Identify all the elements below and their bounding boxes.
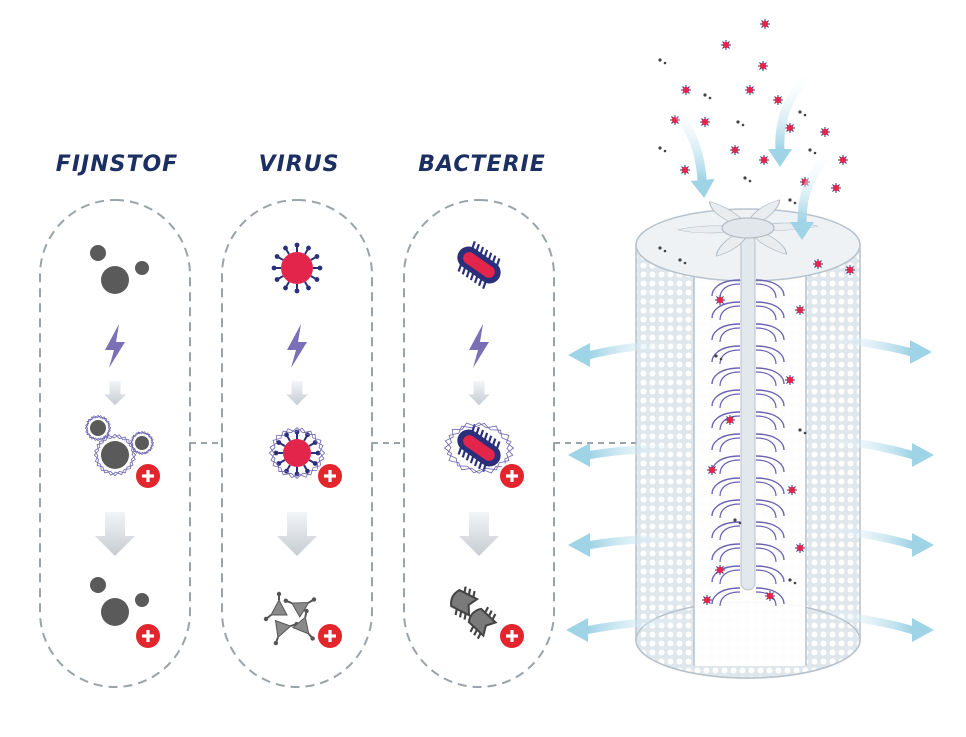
double-arrow-icon <box>816 526 934 557</box>
double-arrow-icon <box>816 336 932 364</box>
column-3 <box>443 240 526 650</box>
ion-cloud-icon <box>93 433 137 477</box>
double-arrow-icon <box>568 533 694 557</box>
double-arrow-icon <box>568 443 694 467</box>
double-arrow-icon <box>790 145 840 240</box>
plus-icon <box>498 622 526 650</box>
destroyed-virus-icon <box>263 591 317 646</box>
ion-cloud-icon <box>443 422 515 474</box>
dust-particles-icon <box>90 577 149 626</box>
lightning-bolt-icon <box>105 324 125 368</box>
column-title-fijnstof: FIJNSTOF <box>55 152 179 177</box>
filter-cylinder <box>635 19 861 679</box>
virus-icon <box>271 242 323 294</box>
plus-icon <box>498 462 526 490</box>
down-arrow-icon <box>95 512 135 556</box>
plus-icon <box>134 462 162 490</box>
virus-icon <box>273 429 321 477</box>
down-arrow-icon <box>468 381 490 406</box>
plus-icon <box>316 622 344 650</box>
double-arrow-icon <box>816 436 934 467</box>
bacterium-icon <box>457 423 501 473</box>
down-arrow-icon <box>286 381 308 406</box>
column-1 <box>84 245 162 650</box>
ion-cloud-icon <box>268 427 326 479</box>
center-rod <box>740 234 756 591</box>
double-arrow-icon <box>566 617 694 642</box>
plus-icon <box>134 622 162 650</box>
airborne-particles <box>658 19 855 605</box>
bacterium-icon <box>457 240 501 290</box>
air-outflow-arrows <box>566 336 934 642</box>
plus-icon <box>316 462 344 490</box>
lightning-bolt-icon <box>469 324 489 368</box>
double-arrow-icon <box>568 340 684 367</box>
dust-particles-icon <box>90 245 149 294</box>
destroyed-bacterium-icon <box>450 586 498 640</box>
double-arrow-icon <box>768 65 820 167</box>
down-arrow-icon <box>277 512 317 556</box>
column-title-virus: VIRUS <box>258 152 340 177</box>
air-inflow-arrows <box>657 65 840 240</box>
column-title-bacterie: BACTERIE <box>418 152 546 177</box>
down-arrow-icon <box>104 381 126 406</box>
down-arrow-icon <box>459 512 499 556</box>
double-arrow-icon <box>816 611 934 642</box>
column-2 <box>263 242 344 650</box>
ion-cloud-icon <box>129 430 155 456</box>
double-arrow-icon <box>657 95 715 198</box>
plasma-coils <box>711 279 785 607</box>
dust-particles-icon <box>90 420 149 469</box>
lightning-bolt-icon <box>287 324 307 368</box>
